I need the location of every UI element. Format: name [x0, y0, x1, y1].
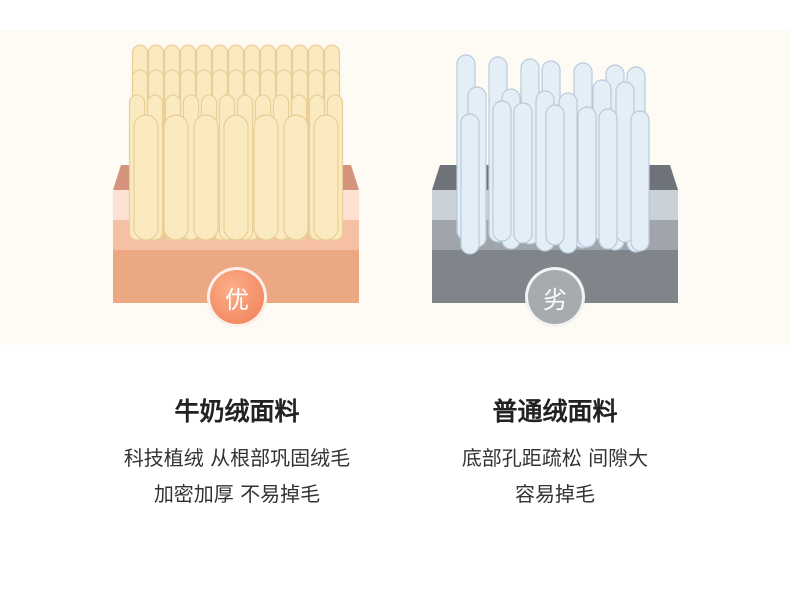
- milk-velvet-desc-2: 加密加厚 不易掉毛: [153, 482, 321, 506]
- fiber: [598, 108, 618, 250]
- ordinary-velvet-desc-2: 容易掉毛: [515, 482, 595, 506]
- fiber: [193, 114, 219, 241]
- ordinary-velvet-desc-1: 底部孔距疏松 间隙大: [461, 446, 649, 470]
- inferior-badge: 劣: [525, 267, 585, 327]
- fiber: [630, 110, 650, 252]
- fiber: [492, 100, 512, 242]
- fiber: [223, 114, 249, 241]
- superior-badge: 优: [207, 267, 267, 327]
- fiber: [163, 114, 189, 241]
- milk-velvet-title: 牛奶绒面料: [174, 397, 300, 426]
- fiber: [460, 113, 480, 255]
- fiber: [283, 114, 309, 241]
- fiber: [313, 114, 339, 241]
- milk-velvet-desc-1: 科技植绒 从根部巩固绒毛: [123, 446, 351, 470]
- fiber: [513, 102, 533, 244]
- ordinary-velvet-title: 普通绒面料: [492, 397, 618, 426]
- fiber: [577, 106, 597, 248]
- fiber: [545, 104, 565, 246]
- fiber: [253, 114, 279, 241]
- fiber: [133, 114, 159, 241]
